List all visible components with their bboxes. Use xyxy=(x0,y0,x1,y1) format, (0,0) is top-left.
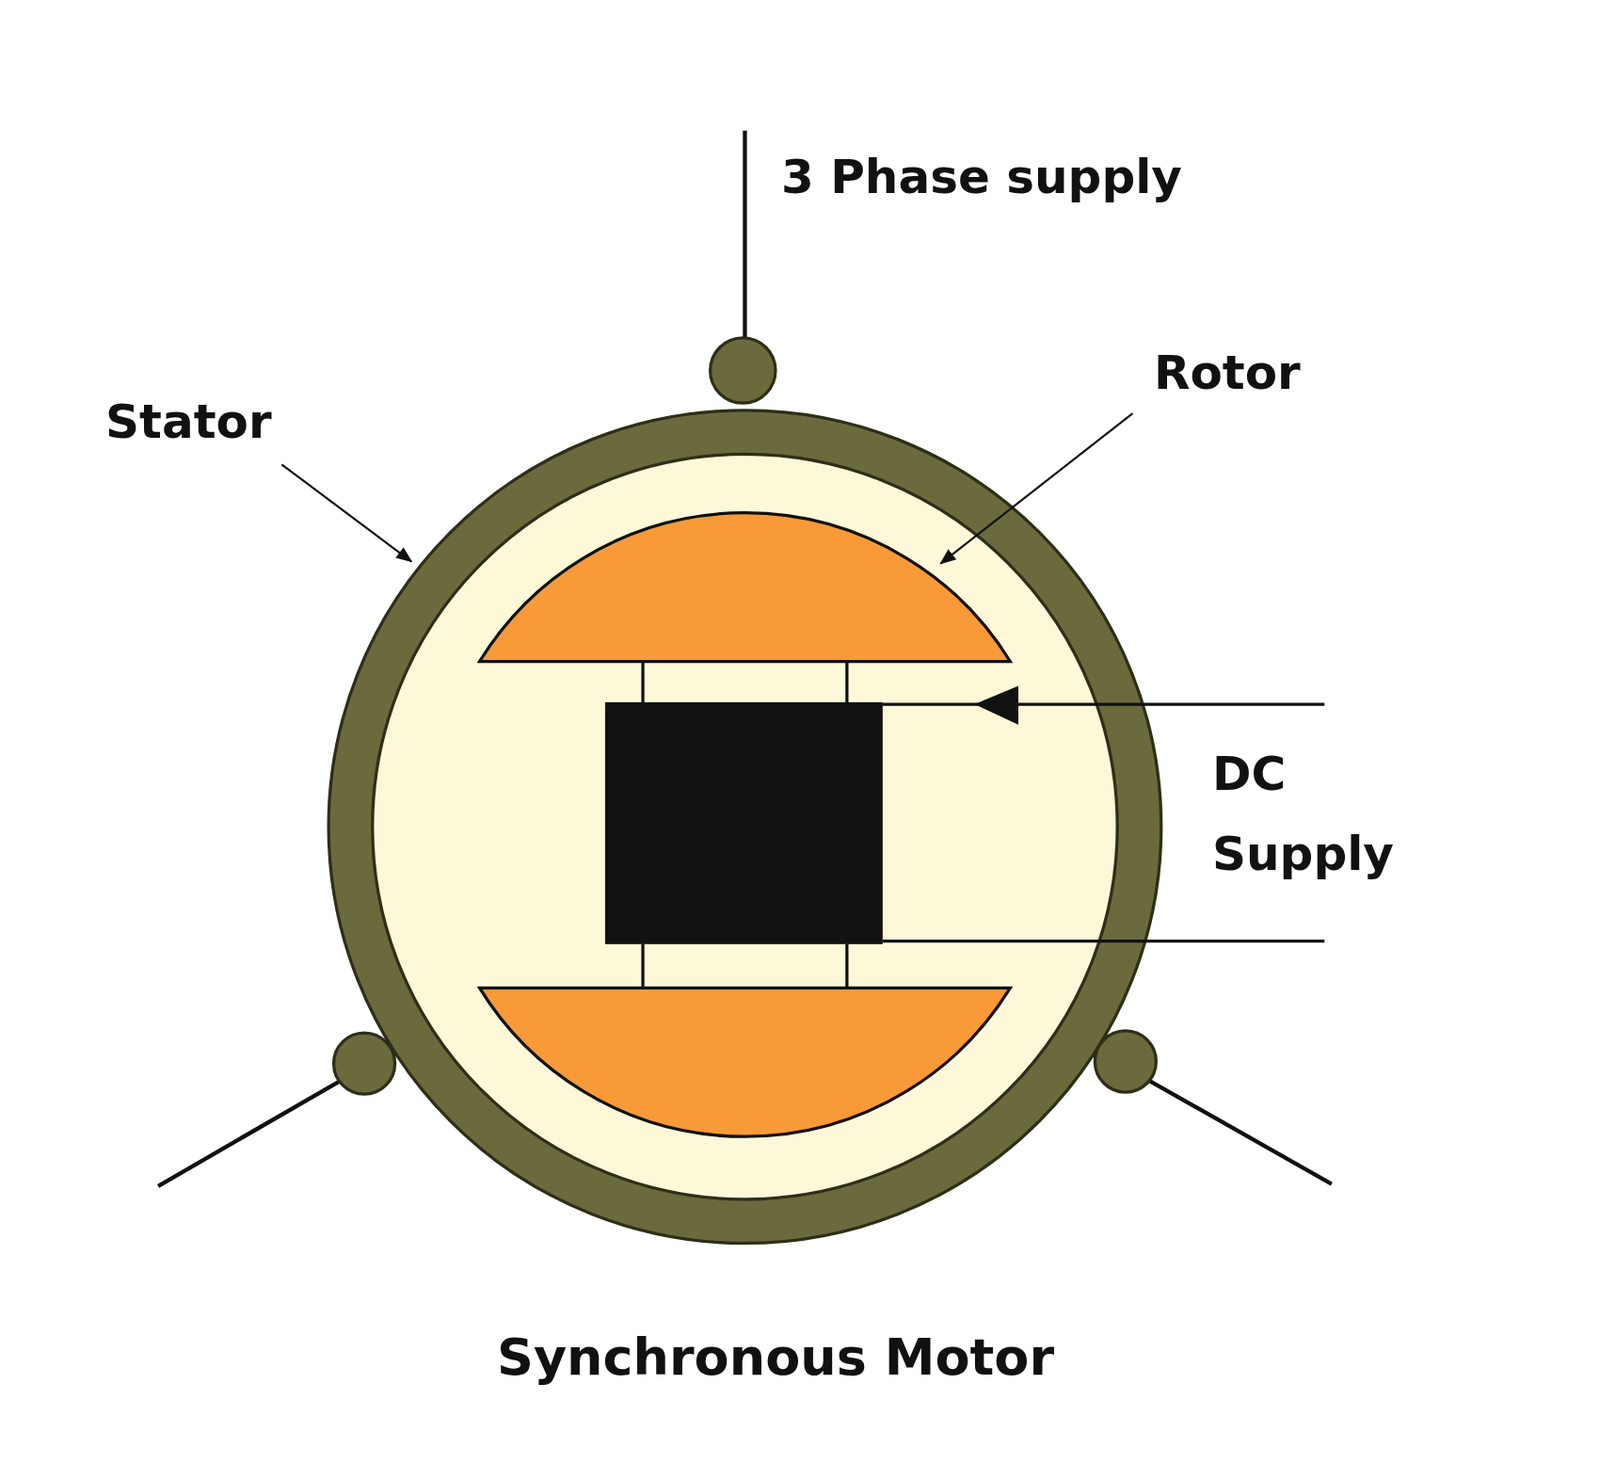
leader-line xyxy=(941,413,1134,563)
supply-label: DC Supply xyxy=(1212,734,1420,895)
part-label: Stator xyxy=(105,393,272,450)
rotor-core xyxy=(605,702,883,944)
supply-wire xyxy=(158,1079,342,1186)
leader-line xyxy=(281,464,412,561)
arrowhead xyxy=(974,686,1019,725)
stator-ring xyxy=(328,410,1162,1244)
rotor-pole xyxy=(480,987,1011,1136)
caption: Synchronous Motor xyxy=(496,1327,1055,1389)
supply-wire xyxy=(742,130,747,342)
supply-wire xyxy=(1148,1079,1332,1184)
terminal xyxy=(334,1032,396,1094)
part-label: Rotor xyxy=(1153,344,1301,401)
terminal xyxy=(710,337,776,403)
rotor-pole xyxy=(480,512,1011,662)
dc-wire xyxy=(882,702,1325,705)
terminal xyxy=(1094,1030,1156,1092)
air-gap xyxy=(372,453,1118,1199)
supply-label: 3 Phase supply xyxy=(781,148,1183,206)
dc-wire xyxy=(882,939,1325,943)
